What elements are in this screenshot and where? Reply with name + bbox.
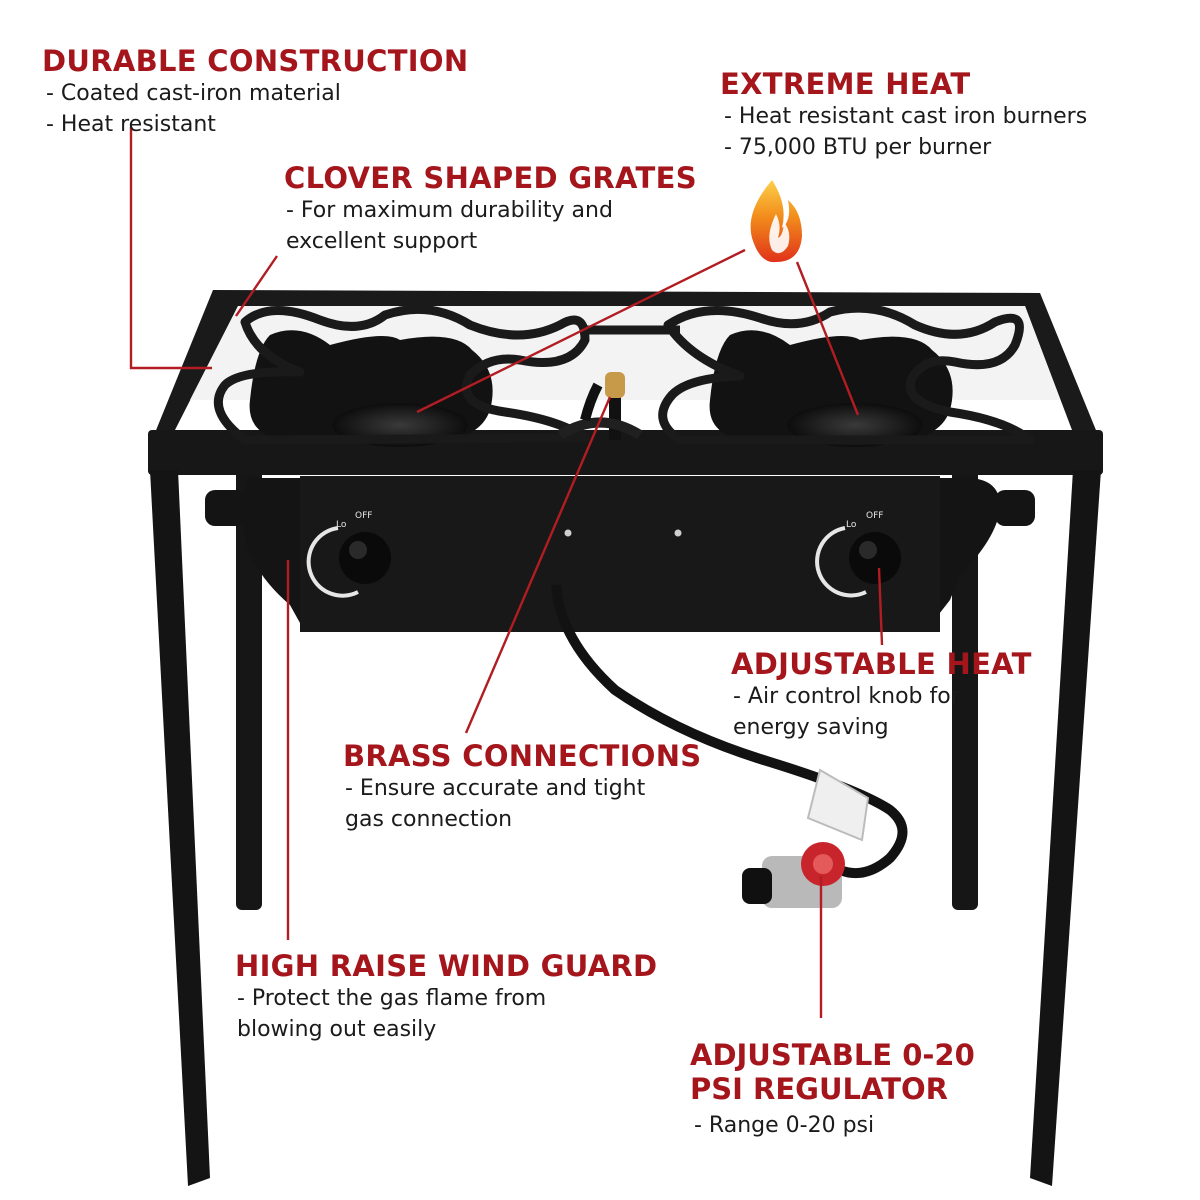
flame-icon	[750, 180, 802, 263]
left-burner	[249, 330, 493, 447]
callout-line: energy saving	[733, 715, 889, 740]
callout-line: blowing out easily	[237, 1017, 437, 1042]
hose-and-regulator	[551, 584, 908, 908]
callout-line: - For maximum durability and	[286, 198, 613, 223]
callout-durable-construction: DURABLE CONSTRUCTION - Coated cast-iron …	[42, 45, 468, 140]
wind-guard-panel	[242, 476, 1001, 632]
callout-line: excellent support	[286, 229, 478, 254]
right-knob-off: OFF	[866, 511, 883, 521]
right-knob-lo: Lo	[846, 520, 857, 530]
callout-title: DURABLE CONSTRUCTION	[42, 44, 469, 78]
leader-lines	[129, 127, 884, 1018]
callout-title: EXTREME HEAT	[720, 67, 971, 101]
callout-line: - Ensure accurate and tight	[345, 776, 646, 801]
callout-brass-connections: BRASS CONNECTIONS - Ensure accurate and …	[343, 740, 702, 835]
callout-line: - Range 0-20 psi	[694, 1113, 875, 1138]
left-knob-off: OFF	[355, 511, 372, 521]
callout-title: CLOVER SHAPED GRATES	[284, 161, 697, 195]
callout-line: - Heat resistant cast iron burners	[724, 104, 1088, 129]
callout-line: - Protect the gas flame from	[237, 986, 547, 1011]
callout-line: - Coated cast-iron material	[46, 81, 341, 106]
callout-title-line: PSI REGULATOR	[690, 1072, 948, 1106]
callout-title-line: ADJUSTABLE 0-20	[690, 1038, 975, 1072]
callout-title: BRASS CONNECTIONS	[343, 739, 702, 773]
callout-line: - 75,000 BTU per burner	[724, 135, 992, 160]
callout-line: gas connection	[345, 807, 513, 832]
left-knob	[306, 526, 391, 598]
callout-line: - Air control knob for	[733, 684, 960, 709]
right-knob	[815, 526, 901, 598]
left-knob-lo: Lo	[336, 520, 347, 530]
callout-high-raise-wind-guard: HIGH RAISE WIND GUARD - Protect the gas …	[235, 950, 657, 1045]
callout-adjustable-heat: ADJUSTABLE HEAT - Air control knob for e…	[731, 648, 1032, 743]
front-legs	[150, 470, 1101, 1186]
callout-clover-shaped-grates: CLOVER SHAPED GRATES - For maximum durab…	[284, 162, 697, 257]
callout-psi-regulator: ADJUSTABLE 0-20 PSI REGULATOR - Range 0-…	[690, 1038, 975, 1141]
callout-title: HIGH RAISE WIND GUARD	[235, 949, 658, 983]
callout-extreme-heat: EXTREME HEAT - Heat resistant cast iron …	[720, 68, 1087, 163]
callout-title: ADJUSTABLE HEAT	[731, 647, 1032, 681]
callout-line: - Heat resistant	[46, 112, 216, 137]
